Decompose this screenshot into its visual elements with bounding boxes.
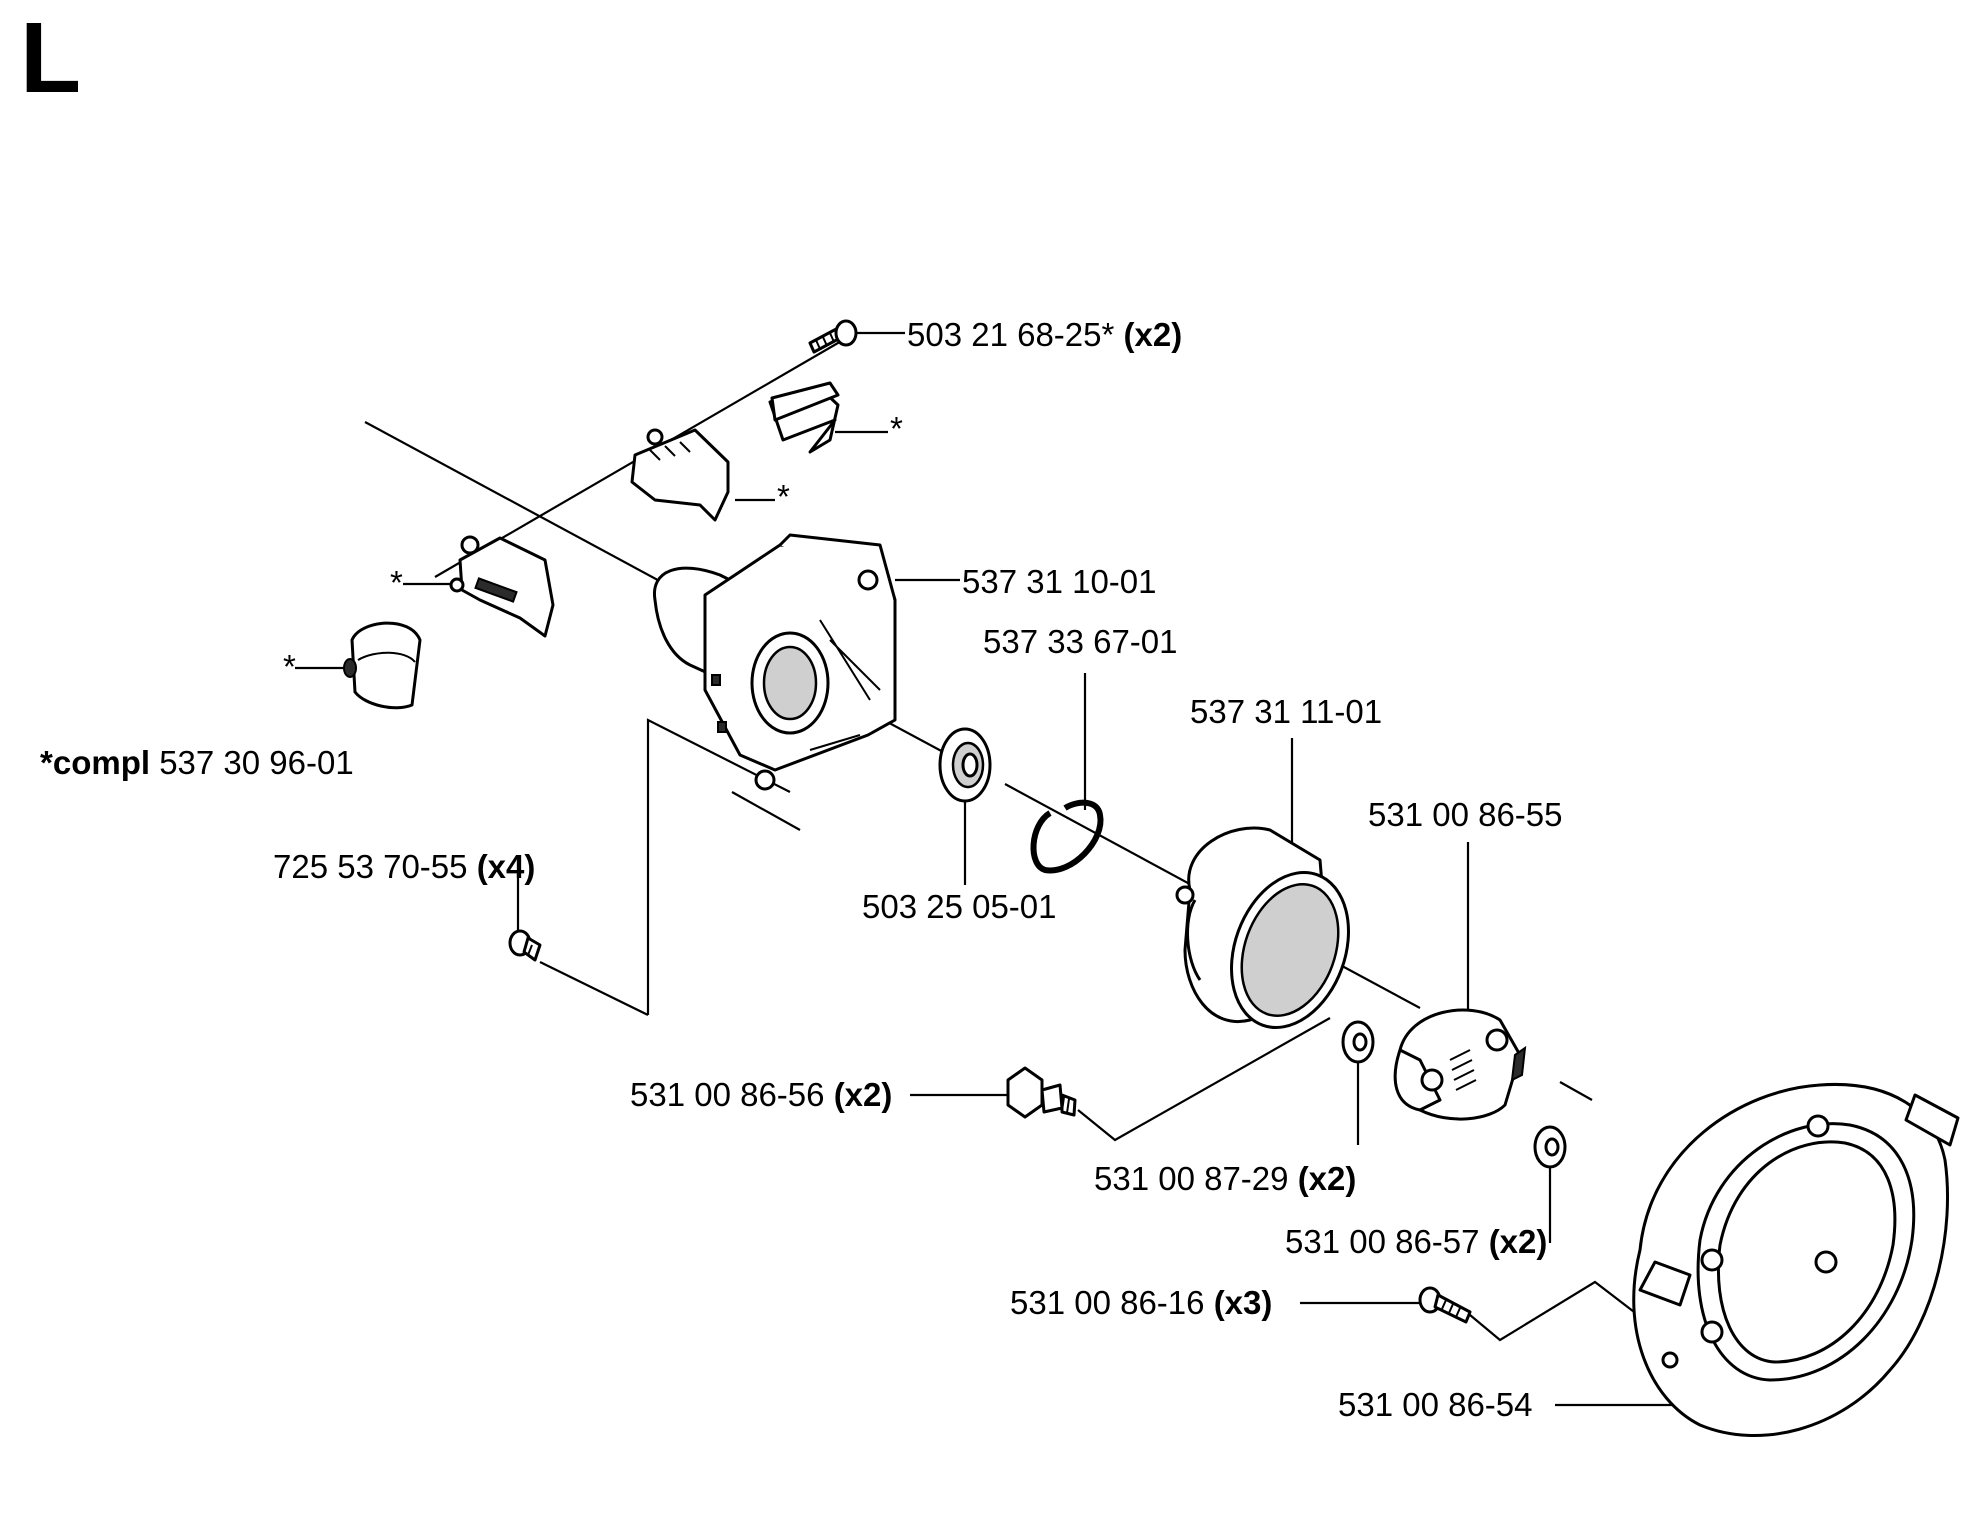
label-screw-x3-number: 531 00 86-16 — [1010, 1284, 1205, 1321]
label-shoulder-screw-number: 531 00 86-56 — [630, 1076, 825, 1113]
clutch-shoes-part — [1393, 1008, 1527, 1121]
label-shoulder-screw: 531 00 86-56 (x2) — [630, 1078, 892, 1111]
label-bearing: 503 25 05-01 — [862, 888, 1057, 925]
label-compl: *compl 537 30 96-01 — [40, 746, 354, 779]
label-washer-b: 531 00 86-57 (x2) — [1285, 1225, 1547, 1258]
label-compl-number: 537 30 96-01 — [159, 744, 354, 781]
screw-x4-part — [508, 929, 542, 962]
label-star-1: * — [890, 410, 903, 447]
label-washer-a-qty: (x2) — [1297, 1160, 1357, 1197]
label-washer-a: 531 00 87-29 (x2) — [1094, 1162, 1356, 1195]
section-letter: L — [20, 2, 82, 114]
label-star-3: * — [390, 564, 403, 601]
label-screw-x3: 531 00 86-16 (x3) — [1010, 1286, 1272, 1319]
bracket-upper-part — [768, 381, 840, 454]
label-drum: 537 31 11-01 — [1190, 693, 1383, 730]
label-compl-prefix: *compl — [40, 744, 151, 781]
label-cover: 531 00 86-54 — [1338, 1386, 1533, 1423]
label-screw-x4-qty: (x4) — [476, 848, 536, 885]
label-screw-x3-qty: (x3) — [1213, 1284, 1273, 1321]
washer-a-part — [1341, 1020, 1375, 1064]
label-washer-b-qty: (x2) — [1488, 1223, 1548, 1260]
clutch-cover-part — [1632, 1082, 1960, 1437]
label-screw-top: 503 21 68-25* (x2) — [907, 318, 1182, 351]
washer-b-part — [1533, 1125, 1567, 1169]
screw-top-part — [808, 319, 858, 354]
label-washer-a-number: 531 00 87-29 — [1094, 1160, 1289, 1197]
label-screw-top-number: 503 21 68-25* — [907, 316, 1115, 353]
gear-housing-part — [652, 533, 897, 791]
label-shoulder-screw-qty: (x2) — [833, 1076, 893, 1113]
label-star-4: * — [283, 648, 296, 685]
clutch-drum-part — [1175, 826, 1350, 1029]
label-screw-x4: 725 53 70-55 (x4) — [273, 850, 535, 883]
shoulder-screw-part — [1006, 1066, 1077, 1119]
bracket-mid-part — [630, 428, 730, 522]
label-housing: 537 31 10-01 — [962, 563, 1157, 600]
bracket-lower-part — [343, 621, 422, 710]
label-screw-top-qty: (x2) — [1123, 316, 1183, 353]
label-clutch: 531 00 86-55 — [1368, 796, 1563, 833]
screw-x3-part — [1418, 1286, 1472, 1324]
label-washer-b-number: 531 00 86-57 — [1285, 1223, 1480, 1260]
circlip-part — [1030, 799, 1104, 874]
label-screw-x4-number: 725 53 70-55 — [273, 848, 468, 885]
bracket-left-part — [449, 535, 555, 638]
label-star-2: * — [777, 478, 790, 515]
label-circlip: 537 33 67-01 — [983, 623, 1178, 660]
bearing-part — [938, 727, 992, 803]
